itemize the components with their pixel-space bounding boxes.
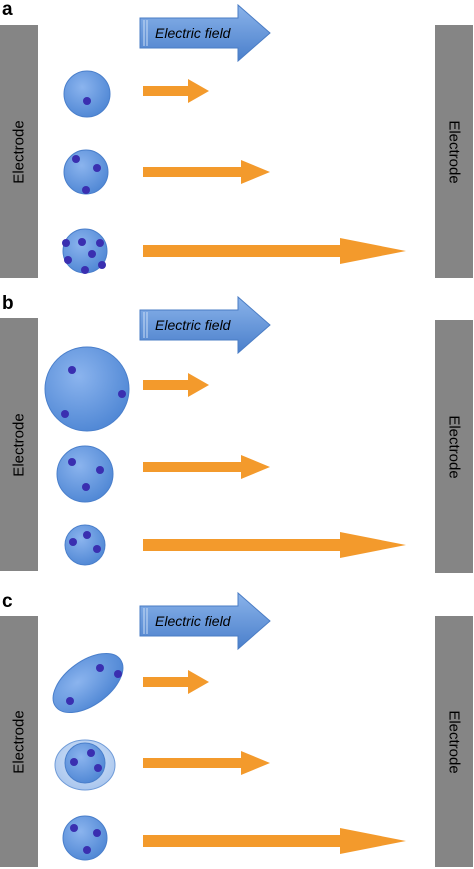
- motion-arrow-medium: [143, 751, 270, 775]
- electrode-label: Electrode: [445, 119, 463, 184]
- particle: [62, 815, 108, 861]
- motion-arrow-medium: [143, 160, 270, 184]
- panel-b: Electric field b Electrode Electrode: [0, 290, 474, 580]
- electrode-left: Electrode: [0, 616, 38, 867]
- particle: [64, 524, 106, 566]
- electrode-right: Electrode: [435, 25, 473, 278]
- electrode-left: Electrode: [0, 25, 38, 278]
- panel-c-graphic: Electric field: [52, 591, 406, 861]
- particle: [44, 346, 130, 432]
- motion-arrow-medium: [143, 455, 270, 479]
- panel-label: c: [2, 591, 13, 612]
- particle: [63, 70, 111, 118]
- panel-a: Electric field a Electrode: [0, 0, 474, 290]
- particle: [63, 149, 109, 195]
- electrode-right: Electrode: [435, 616, 473, 867]
- panel-label: b: [2, 293, 14, 314]
- panel-b-graphic: Electric field: [44, 295, 406, 566]
- panel-c: Electric field c Electrode Electrode: [0, 580, 474, 869]
- motion-arrow-short: [143, 373, 209, 397]
- electric-field-arrow: [139, 3, 271, 63]
- electric-field-label: Electric field: [155, 25, 232, 41]
- motion-arrow-short: [143, 670, 209, 694]
- motion-arrow-long: [143, 238, 406, 264]
- panel-a-graphic: Electric field: [62, 3, 406, 274]
- electrode-right: Electrode: [435, 320, 473, 573]
- motion-arrow-short: [143, 79, 209, 103]
- motion-arrow-long: [143, 532, 406, 558]
- panel-label: a: [2, 0, 13, 20]
- coated-particle: [54, 739, 116, 791]
- electric-field-label: Electric field: [155, 613, 232, 629]
- electrode-left: Electrode: [0, 318, 38, 571]
- electrode-label: Electrode: [10, 709, 28, 774]
- electric-field-arrow: [139, 295, 271, 355]
- electric-field-label: Electric field: [155, 317, 232, 333]
- elongated-particle: [52, 653, 124, 713]
- electrode-label: Electrode: [445, 709, 463, 774]
- particle: [56, 445, 114, 503]
- motion-arrow-long: [143, 828, 406, 854]
- electrode-label: Electrode: [10, 412, 28, 477]
- electrode-label: Electrode: [445, 414, 463, 479]
- particle: [62, 228, 108, 274]
- electrode-label: Electrode: [10, 119, 28, 184]
- electric-field-arrow: [139, 591, 271, 651]
